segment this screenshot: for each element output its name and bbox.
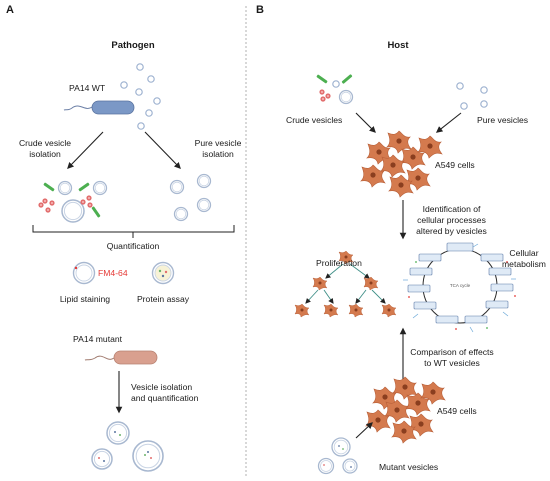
- panel-b-letter: B: [256, 4, 264, 16]
- mutant-vesicles-label: Mutant vesicles: [379, 462, 439, 472]
- host-mutant-vesicles: [317, 437, 358, 475]
- panel-a-title: Pathogen: [111, 40, 155, 51]
- crude-vesicle-mixture: [38, 180, 108, 223]
- panel-a-letter: A: [6, 4, 14, 16]
- a549-cells-bottom: [365, 376, 446, 444]
- metabolism-line1: Cellular: [509, 248, 539, 258]
- proliferation-tree-icon: [294, 250, 397, 318]
- pure-vesicles-label: Pure vesicles: [477, 115, 529, 125]
- a549-cells-top: [360, 130, 443, 198]
- crude-isolation-line2: isolation: [29, 149, 61, 159]
- arrow-crude-to-cells: [355, 112, 376, 133]
- crude-isolation-line1: Crude vesicle: [18, 138, 72, 148]
- tca-cycle-diagram: [403, 242, 516, 333]
- arrow-to-crude: [67, 131, 104, 169]
- identification-line3: altered by vesicles: [416, 226, 487, 236]
- lipid-staining-label: Lipid staining: [59, 294, 111, 304]
- comparison-line1: Comparison of effects: [410, 347, 494, 357]
- host-crude-vesicles: [316, 73, 354, 105]
- arrow-to-pure: [144, 131, 181, 169]
- mutant-bacterium-icon: [84, 350, 158, 365]
- panel-b-title: Host: [387, 40, 409, 51]
- mutant-isolation-line1: Vesicle isolation: [131, 382, 193, 392]
- pure-vesicles: [169, 173, 212, 222]
- host-pure-vesicles: [456, 82, 488, 110]
- arrow-mutant-to-cells: [355, 422, 373, 439]
- crude-vesicles-label: Crude vesicles: [286, 115, 343, 125]
- arrow-pure-to-cells: [435, 112, 462, 133]
- fm464-label: FM4-64: [98, 268, 128, 278]
- protein-assay-label: Protein assay: [136, 294, 190, 304]
- wt-released-vesicles: [120, 63, 161, 130]
- a549-bottom-label: A549 cells: [437, 406, 477, 416]
- identification-line1: Identification of: [422, 204, 481, 214]
- wt-strain-label: PA14 WT: [69, 83, 106, 93]
- mutant-strain-label: PA14 mutant: [73, 334, 123, 344]
- proliferation-label: Proliferation: [316, 258, 362, 268]
- wt-bacterium-icon: [63, 100, 135, 115]
- lipid-stain-vesicle-icon: [72, 261, 96, 285]
- a549-top-label: A549 cells: [435, 160, 475, 170]
- pure-isolation-line1: Pure vesicle: [194, 138, 242, 148]
- identification-line2: cellular processes: [417, 215, 486, 225]
- metabolism-line2: metabolism: [502, 259, 546, 269]
- quantification-label: Quantification: [106, 241, 160, 251]
- protein-assay-vesicle-icon: [151, 261, 175, 285]
- quantification-bracket: [32, 225, 235, 233]
- pure-isolation-line2: isolation: [202, 149, 234, 159]
- mutant-isolated-vesicles: [91, 421, 164, 472]
- tca-cycle-label: TCA cycle: [449, 283, 471, 288]
- mutant-isolation-line2: and quantification: [131, 393, 199, 403]
- comparison-line2: to WT vesicles: [424, 358, 480, 368]
